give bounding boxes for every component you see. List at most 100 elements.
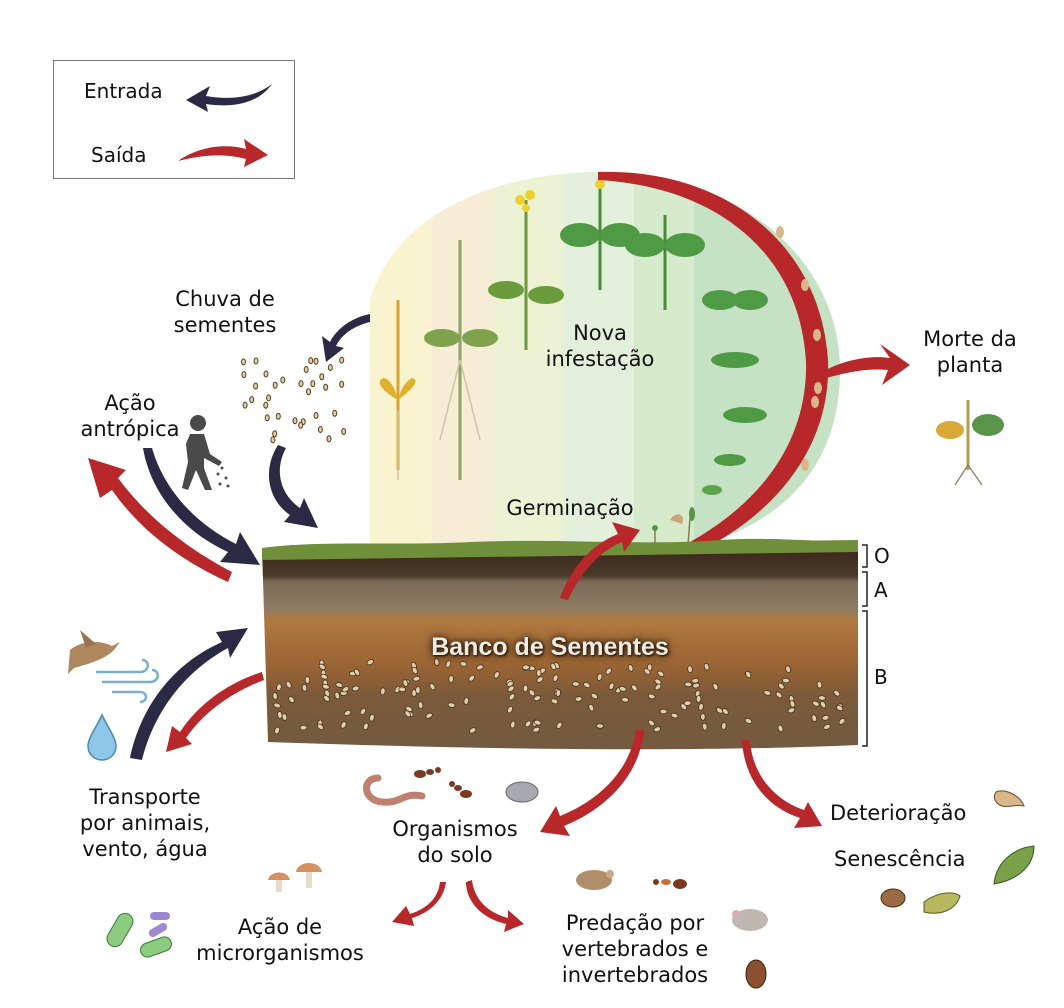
seed [299,724,308,731]
seed [288,696,295,704]
seed [670,712,679,719]
seed [429,683,436,691]
seed [335,682,344,688]
seed [275,412,281,420]
plant-stage-2-mature [424,240,498,480]
seed [684,681,693,688]
label-nova-infestacao: Nova infestação [545,321,655,371]
seed [571,681,580,687]
ant-icon [653,879,687,889]
seed [459,661,468,667]
seed-rain-icon [241,356,347,444]
label-predacao: Predação por vertebrados e invertebrados [561,911,709,987]
seed [448,675,454,683]
seed [533,695,542,702]
label-organismos-do-solo: Organismos do solo [392,817,518,867]
arrow-chuva-de-sementes-in [322,314,370,362]
plant-stage-3-flowering [488,190,564,350]
water-drop-icon [87,713,117,761]
seed [273,702,281,709]
germinating-seeds [652,507,695,546]
label-transporte: Transporte por animais, vento, água [79,785,211,861]
seed [701,722,708,731]
arrow-transporte-in [130,628,248,760]
seed [343,710,352,716]
springtail-icon [505,781,539,803]
seed [654,683,662,691]
seed [555,689,562,697]
seed [412,676,421,682]
seed [777,682,785,690]
seed [532,726,541,733]
seed [703,662,710,671]
seed [627,664,634,672]
seed [404,710,411,718]
seed [263,370,269,378]
seed [264,414,270,422]
seed [304,676,311,684]
ant-icon [414,767,472,798]
seed [508,693,516,701]
seed [605,667,612,675]
seed [313,357,319,365]
seed [522,664,530,671]
seed [327,364,333,371]
seed [306,388,311,396]
seed [657,670,665,677]
seed [353,668,361,676]
seed [241,358,246,366]
seed [835,705,844,712]
plant-stage-6-young [702,290,768,495]
seed [833,689,841,697]
seed [536,676,544,683]
plant-stage-5-rosette [625,215,705,310]
leaf-icon [923,892,961,914]
seed [744,718,753,724]
seed [411,666,418,675]
seed [272,430,278,438]
seed [507,705,513,714]
seed [447,702,456,708]
legend-saida-label: Saída [91,143,147,167]
seed [280,376,286,384]
arrow-seeds-to-soil [268,445,318,528]
arrow-microrganismos [392,882,446,926]
horizon-o-label: O [874,544,890,568]
seed [695,695,702,703]
soil-profile [262,540,858,750]
seed [653,726,661,733]
legend-entrada-label: Entrada [84,79,163,103]
seed [716,707,724,714]
seed [301,683,308,692]
seed [493,671,500,679]
seed [691,677,700,684]
seed [700,712,706,721]
seed [313,412,319,419]
seed [556,721,563,730]
arc-seeds [776,226,822,471]
seed [722,708,729,715]
seed [298,421,304,429]
seed [469,727,477,734]
seed [339,380,345,388]
seed [272,381,278,389]
seed [316,723,324,731]
seed [310,380,316,388]
seed [789,700,796,708]
legend-entrada-arrow-icon [186,84,272,112]
seed [811,714,818,723]
seed [596,723,604,729]
seed [326,435,332,443]
arrow-acao-antropica-out [88,458,232,582]
arrow-germinacao [560,522,640,600]
seed [536,669,542,677]
label-deterioracao: Deterioração [830,801,967,825]
seed [643,668,651,675]
seed [698,702,704,711]
seed [608,682,615,690]
seed [683,700,692,706]
seed [552,674,559,682]
seed [380,687,386,696]
seed [785,665,791,674]
